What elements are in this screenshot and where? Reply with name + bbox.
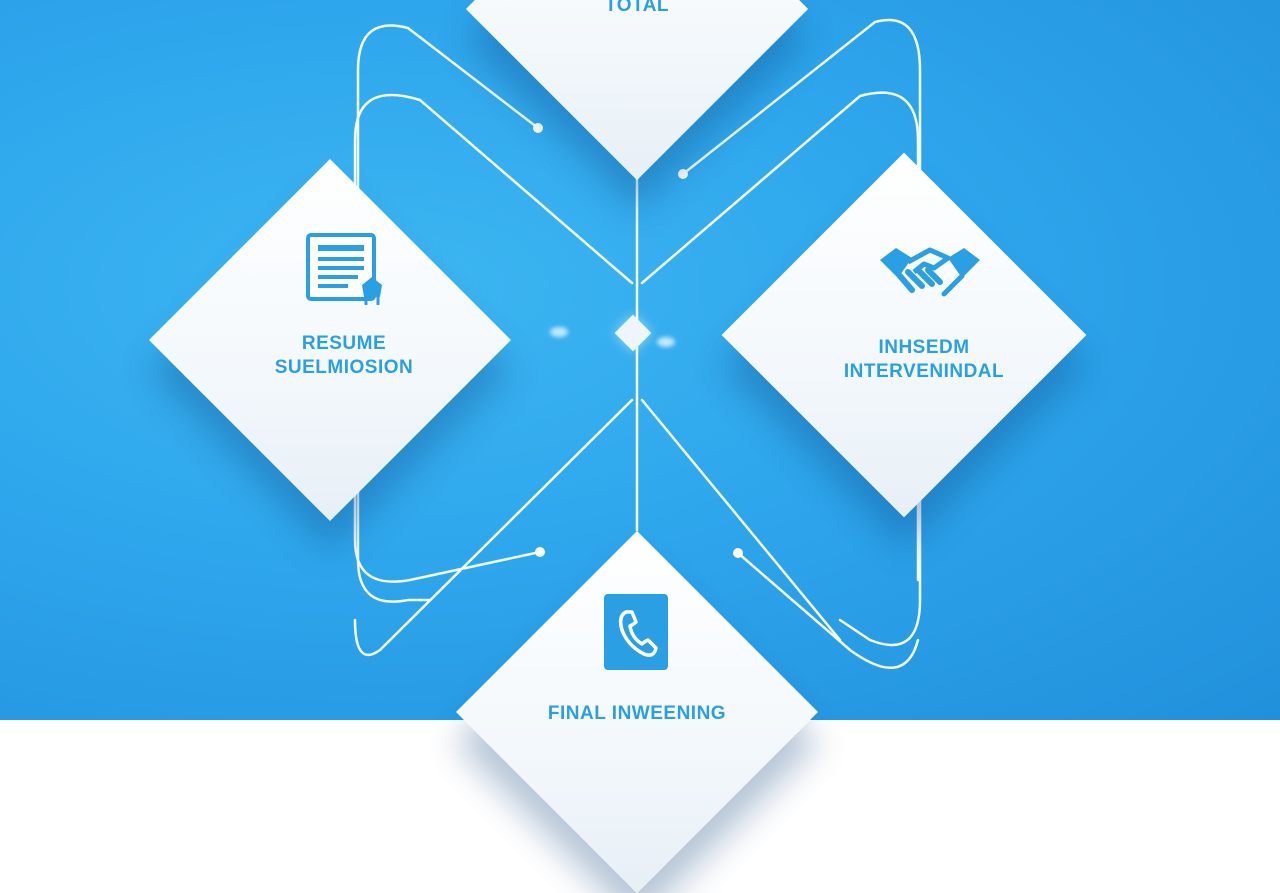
connector-lower-left [353, 398, 634, 656]
right-node-line2: INTERVENINDAL [843, 361, 1005, 382]
bottom-diamond-label: FINAL INWEENING [487, 702, 787, 726]
hub-glow-right [657, 337, 675, 347]
connector-left-inner [353, 93, 634, 583]
hub-glow-left [550, 327, 568, 337]
top-node-text: TOTAL [604, 0, 670, 16]
connector-bottom-right [736, 551, 920, 670]
left-node-line1: RESUME [301, 333, 387, 354]
phone-icon [604, 594, 670, 677]
right-diamond-label: INHSEDM INTERVENINDAL [774, 336, 1074, 384]
connector-right-inner [640, 91, 920, 582]
top-diamond-label: TOTAL [487, 0, 787, 18]
left-node-line2: SUELMIOSION [274, 357, 414, 378]
left-diamond-label: RESUME SUELMIOSION [194, 332, 494, 380]
connector-dot [678, 169, 688, 179]
connector-dot [535, 547, 545, 557]
right-node-line1: INHSEDM [878, 337, 970, 358]
handshake-icon [878, 238, 982, 309]
connector-lower-right [640, 398, 842, 642]
resume-document-icon [306, 233, 390, 312]
connector-dot [733, 548, 743, 558]
bottom-node-text: FINAL INWEENING [547, 703, 727, 724]
connector-dot [533, 123, 543, 133]
